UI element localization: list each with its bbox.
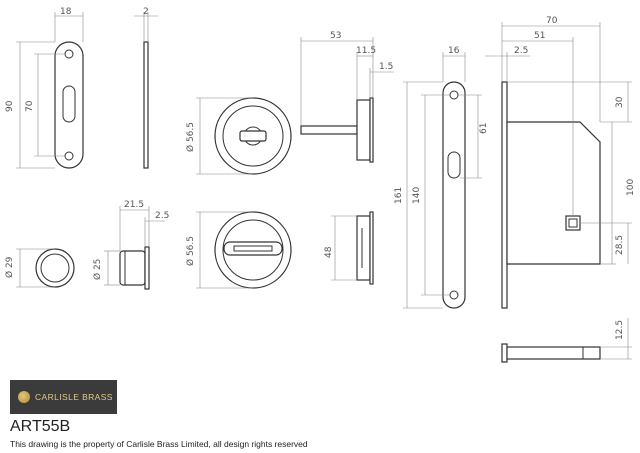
flush-pull-side-view: 21.5 2.5 Ø 25 <box>92 200 169 290</box>
lock-top-offset-label: 30 <box>615 96 625 108</box>
escutcheon-height-label: 90 <box>5 100 15 112</box>
rights-note: This drawing is the property of Carlisle… <box>10 439 308 449</box>
turn-front-view: Ø 56.5 <box>185 97 292 175</box>
brand-emblem-icon <box>18 391 30 403</box>
escutcheon-slot-label: 70 <box>25 100 35 112</box>
turn-diameter-label: Ø 56.5 <box>185 122 196 152</box>
forend-height-label: 161 <box>394 187 404 204</box>
lock-body-plan-view: 12.5 <box>501 318 632 363</box>
pull-depth-label: 21.5 <box>124 200 144 210</box>
forend-thickness-label: 2.5 <box>514 46 528 56</box>
pull-outer-diameter-label: Ø 29 <box>4 256 15 278</box>
release-body-height-label: 48 <box>324 246 334 258</box>
forend-slot-height-label: 61 <box>479 123 489 134</box>
turn-plate-thickness-label: 1.5 <box>379 62 393 72</box>
escutcheon-width-dimension: 18 <box>54 7 84 42</box>
brand-logo: CARLISLE BRASS <box>10 380 117 414</box>
escutcheon-width-label: 18 <box>60 7 72 17</box>
forend-width-label: 16 <box>448 46 460 56</box>
pull-cup-diameter-label: Ø 25 <box>92 259 103 280</box>
follower-height-label: 28.5 <box>615 235 625 255</box>
pull-lip-label: 2.5 <box>155 211 169 221</box>
lock-thickness-label: 12.5 <box>615 320 625 340</box>
lock-depth-label: 70 <box>546 16 558 26</box>
forend-fixing-centres-label: 140 <box>412 187 422 204</box>
backset-label: 51 <box>534 31 545 41</box>
forend-front-view: 16 161 140 61 <box>394 46 489 309</box>
lock-body-side-view: 70 51 2.5 30 100 28.5 <box>485 16 636 309</box>
lock-body-height-label: 100 <box>626 179 636 196</box>
turn-side-view: 53 11.5 1.5 <box>300 31 394 163</box>
release-front-view: Ø 56.5 <box>185 211 292 289</box>
product-code: ART55B <box>10 418 71 435</box>
escutcheon-front-view <box>54 41 84 169</box>
escutcheon-height-dimension: 90 <box>5 41 55 169</box>
turn-rose-depth-label: 11.5 <box>356 46 376 56</box>
flush-pull-front-view: Ø 29 <box>4 248 75 288</box>
escutcheon-slot-dimension: 70 <box>25 53 65 157</box>
release-side-view: 48 <box>324 211 374 285</box>
release-diameter-label: Ø 56.5 <box>185 236 196 266</box>
plate-thickness-label: 2 <box>143 7 149 17</box>
escutcheon-side-view: 2 <box>134 7 158 169</box>
brand-name: CARLISLE BRASS <box>35 392 113 402</box>
turn-spindle-length-label: 53 <box>330 31 341 41</box>
